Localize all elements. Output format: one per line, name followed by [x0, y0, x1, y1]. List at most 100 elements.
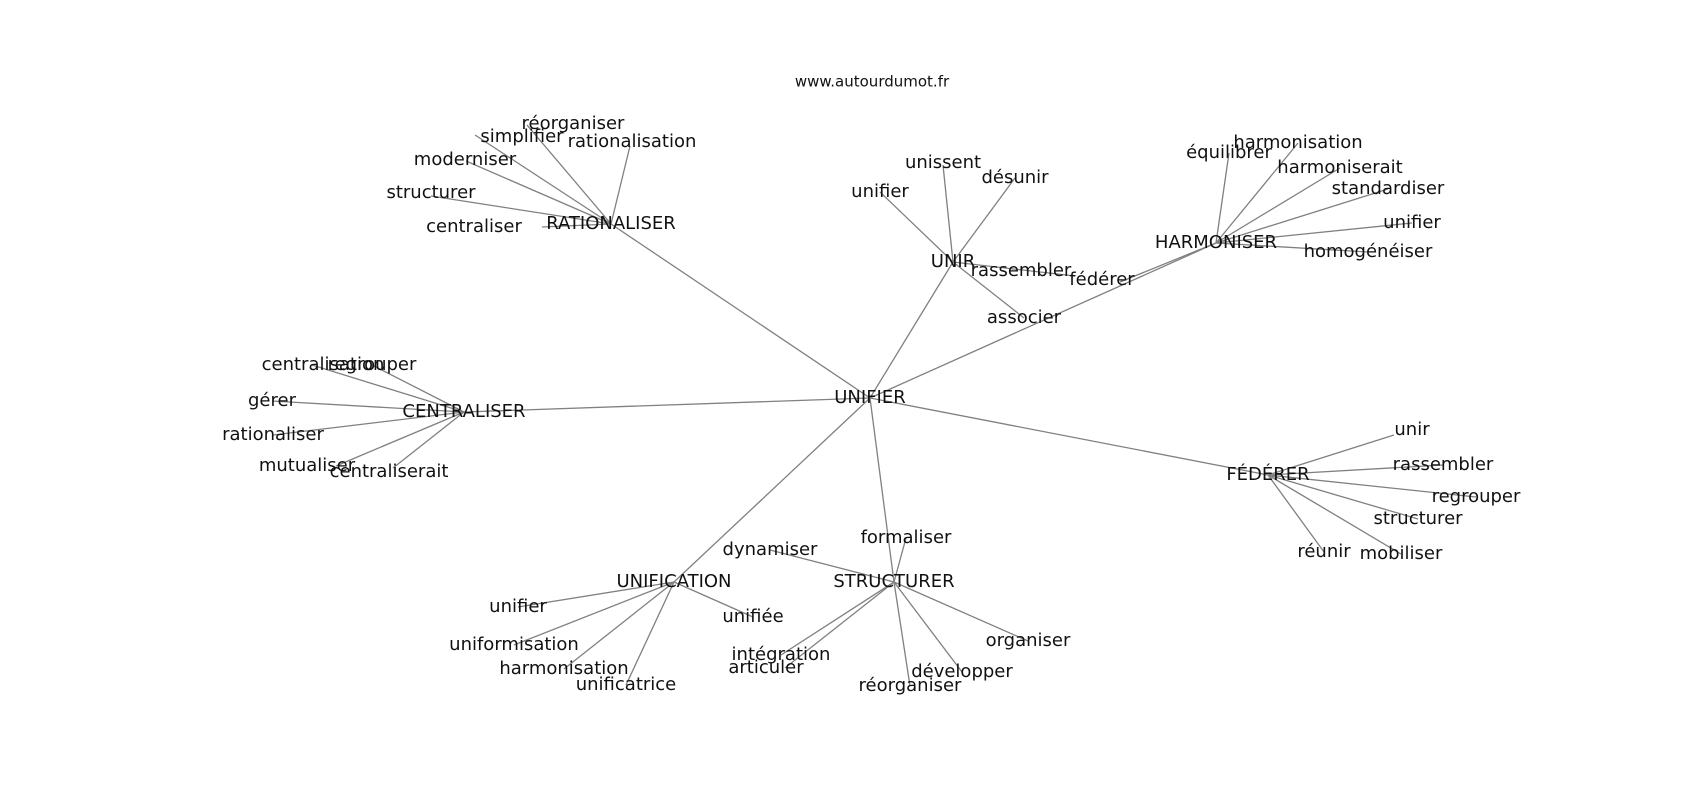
word-node[interactable]: associer	[987, 307, 1062, 328]
word-node[interactable]: centraliser	[426, 216, 522, 237]
word-node[interactable]: dynamiser	[723, 539, 819, 560]
edge-hub-to-word	[465, 160, 612, 225]
edge-root-to-hub	[463, 397, 871, 413]
word-node[interactable]: articuler	[728, 657, 804, 678]
word-node[interactable]: formaliser	[861, 527, 952, 548]
word-node[interactable]: unir	[1394, 419, 1430, 440]
word-node[interactable]: harmonisation	[1233, 132, 1362, 153]
edge-root-to-hub	[869, 242, 1217, 399]
edge-hub-to-word	[541, 223, 612, 228]
edge-hub-to-word	[1215, 222, 1413, 244]
edge-hub-to-word	[1215, 152, 1230, 244]
edge-hub-to-word	[1267, 474, 1325, 553]
edge-hub-to-word	[952, 261, 1076, 277]
graph-edges	[271, 124, 1477, 687]
word-node[interactable]: harmoniserait	[1277, 157, 1402, 178]
edge-hub-to-word	[517, 581, 675, 608]
word-node[interactable]: fédérer	[1069, 269, 1135, 290]
hub-node[interactable]: UNIR	[931, 251, 975, 272]
word-node[interactable]: réunir	[1297, 541, 1351, 562]
edge-hub-to-word	[271, 400, 465, 413]
root-node[interactable]: UNIFIER	[834, 387, 906, 408]
word-node[interactable]: gérer	[248, 390, 297, 411]
word-node[interactable]: simplifier	[480, 126, 564, 147]
edge-hub-to-word	[513, 581, 675, 646]
hub-node[interactable]: HARMONISER	[1155, 232, 1277, 253]
word-node[interactable]: centralisation	[262, 354, 385, 375]
word-node[interactable]: rationalisation	[568, 131, 697, 152]
word-node[interactable]: unificatrice	[576, 674, 677, 695]
edge-hub-to-word	[1267, 434, 1395, 476]
word-node[interactable]: unissent	[905, 152, 981, 173]
word-node[interactable]: uniformisation	[449, 634, 579, 655]
word-node[interactable]: organiser	[986, 630, 1071, 651]
edge-hub-to-word	[625, 581, 675, 686]
edge-hub-to-word	[942, 164, 954, 263]
edge-hub-to-word	[563, 581, 675, 670]
word-node[interactable]: unifier	[1383, 212, 1441, 233]
edge-root-to-hub	[673, 397, 871, 583]
word-node[interactable]: unifiée	[722, 606, 783, 627]
edge-hub-to-word	[952, 177, 1016, 263]
edge-hub-to-word	[1267, 474, 1477, 498]
word-node[interactable]: équilibrer	[1186, 142, 1272, 163]
edge-hub-to-word	[371, 364, 465, 413]
edge-hub-to-word	[1267, 474, 1419, 520]
edge-hub-to-word	[893, 581, 1029, 642]
hub-node[interactable]: CENTRALISER	[402, 401, 525, 422]
word-node[interactable]: réorganiser	[859, 675, 962, 696]
word-node[interactable]: regrouper	[1432, 486, 1521, 507]
word-node[interactable]: réorganiser	[522, 113, 625, 134]
edge-root-to-hub	[869, 397, 895, 583]
word-node[interactable]: rationaliser	[222, 424, 324, 445]
word-node[interactable]: moderniser	[414, 149, 517, 170]
edge-hub-to-word	[335, 411, 465, 467]
word-node[interactable]: désunir	[981, 167, 1049, 188]
edge-hub-to-word	[474, 134, 612, 225]
graph-labels: www.autourdumot.fr UNIFIER RATIONALISER ré…	[222, 73, 1521, 697]
edge-hub-to-word	[893, 537, 907, 583]
hub-node[interactable]: UNIFICATION	[616, 571, 731, 592]
edge-hub-to-word	[610, 145, 631, 225]
word-node[interactable]: unifier	[489, 596, 547, 617]
word-node[interactable]: rassembler	[1393, 454, 1494, 475]
edge-hub-to-word	[1215, 242, 1369, 253]
edge-root-to-hub	[610, 223, 871, 399]
hub-node[interactable]: FÉDÉRER	[1226, 463, 1309, 485]
edge-hub-to-word	[1215, 142, 1299, 244]
word-node[interactable]: structurer	[1373, 508, 1463, 529]
word-node[interactable]: harmonisation	[499, 658, 628, 679]
word-node[interactable]: mobiliser	[1360, 543, 1443, 564]
site-watermark[interactable]: www.autourdumot.fr	[795, 73, 950, 91]
edge-hub-to-word	[272, 411, 465, 436]
edge-hub-to-word	[893, 581, 963, 673]
edge-hub-to-word	[1215, 167, 1341, 244]
edge-hub-to-word	[311, 364, 465, 413]
word-node[interactable]: regrouper	[328, 354, 417, 375]
word-node[interactable]: centraliserait	[330, 461, 449, 482]
word-node[interactable]: intégration	[732, 644, 831, 665]
edge-hub-to-word	[526, 124, 612, 225]
edge-hub-to-word	[673, 581, 754, 618]
hub-node[interactable]: RATIONALISER	[546, 213, 676, 234]
edge-hub-to-word	[1267, 474, 1402, 555]
word-node[interactable]: développer	[911, 661, 1013, 682]
edge-hub-to-word	[769, 549, 895, 583]
word-node[interactable]: unifier	[851, 181, 909, 202]
edge-root-to-hub	[869, 397, 1269, 476]
edge-hub-to-word	[1119, 242, 1217, 283]
edge-hub-to-word	[784, 581, 895, 669]
word-node[interactable]: rassembler	[971, 260, 1072, 281]
hub-node[interactable]: STRUCTURER	[833, 571, 954, 592]
edge-hub-to-word	[430, 195, 612, 225]
edge-root-to-hub	[869, 261, 954, 399]
word-node[interactable]: homogénéiser	[1304, 241, 1433, 262]
word-node[interactable]: mutualiser	[259, 455, 356, 476]
word-node[interactable]: standardiser	[1332, 178, 1445, 199]
edge-hub-to-word	[780, 581, 895, 656]
edge-hub-to-word	[893, 581, 911, 687]
edge-hub-to-word	[1215, 188, 1389, 244]
edge-hub-to-word	[1267, 464, 1444, 476]
word-node[interactable]: structurer	[386, 182, 476, 203]
